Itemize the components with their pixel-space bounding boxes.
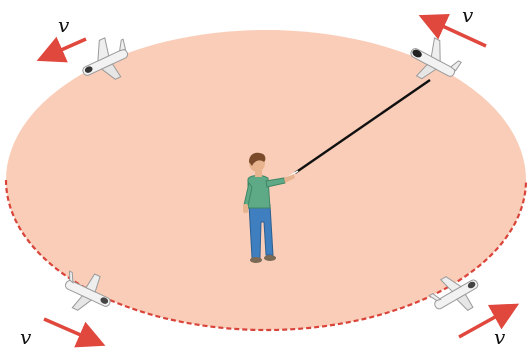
velocity-label: v <box>58 13 70 37</box>
velocity-arrow-icon <box>43 39 86 58</box>
velocity-label: v <box>494 325 506 349</box>
velocity-label: v <box>20 325 32 349</box>
velocity-label: v <box>462 3 474 27</box>
velocity-arrow-icon <box>44 319 99 343</box>
